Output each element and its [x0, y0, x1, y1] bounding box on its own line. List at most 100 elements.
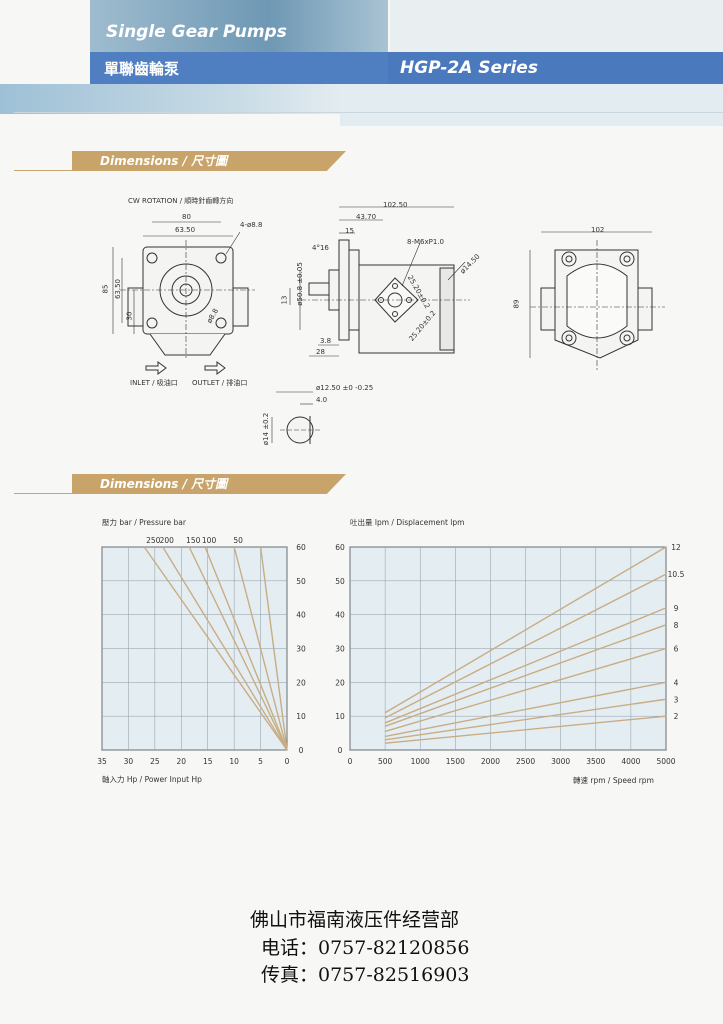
- chart1-top-tick: 200: [160, 536, 175, 545]
- chart2-x-tick: 3500: [586, 757, 605, 766]
- header-banner-image: [90, 0, 388, 52]
- rear-view: [529, 231, 665, 370]
- chart2-series-line: [384, 546, 667, 714]
- chart1-xlabel: 軸入力 Hp / Power Input Hp: [102, 775, 202, 784]
- chart2-series-label: 6: [674, 645, 679, 654]
- dim-holes: 4-ø8.8: [240, 221, 263, 229]
- dim-28: 28: [316, 348, 325, 356]
- chart2-x-tick: 2000: [481, 757, 500, 766]
- chart2-series-label: 2: [674, 712, 679, 721]
- chart1-title: 壓力 bar / Pressure bar: [102, 518, 186, 527]
- header-sky-strip: [0, 84, 340, 114]
- header-banner-right: [390, 0, 723, 52]
- section-tag-dimensions-2: Dimensions / 尺寸圖: [72, 474, 346, 494]
- chart2-series-label: 8: [674, 621, 679, 630]
- chart2-series-label: 3: [674, 695, 679, 704]
- chart2-series-line: [384, 647, 667, 733]
- dim-shaft-14: ø14 ±0.2: [262, 412, 271, 446]
- chart2-series-line: [384, 624, 667, 727]
- dim-3-8: 3.8: [320, 337, 332, 345]
- dim-63-50-vertical: 63.50: [114, 278, 123, 300]
- chart2-x-tick: 1000: [411, 757, 430, 766]
- chart1-x-tick: 5: [258, 757, 263, 766]
- chart1-y-tick: 60: [296, 543, 306, 552]
- chart2-x-tick: 1500: [446, 757, 465, 766]
- dim-80: 80: [182, 213, 191, 221]
- chart2-x-tick: 2500: [516, 757, 535, 766]
- chart2-title: 吐出量 lpm / Displacement lpm: [350, 518, 465, 527]
- outlet-label: OUTLET / 排油口: [192, 379, 248, 387]
- dim-key: 4°16: [312, 244, 329, 252]
- chart1-top-tick: 50: [233, 536, 243, 545]
- dim-m6: 8-M6xP1.0: [407, 238, 444, 246]
- chart1-x-tick: 15: [203, 757, 213, 766]
- page-title: Single Gear Pumps: [106, 22, 287, 42]
- dim-102: 102: [591, 226, 605, 234]
- inlet-label: INLET / 吸油口: [130, 379, 178, 387]
- chart2-series-line: [385, 715, 667, 744]
- chart2-y-tick: 10: [335, 712, 345, 721]
- chart1-series-line: [143, 546, 288, 751]
- chart1-y-tick: 10: [296, 712, 306, 721]
- chart2-series-label: 12: [671, 543, 681, 552]
- dim-15: 15: [345, 227, 354, 235]
- dim-89: 89: [512, 299, 521, 309]
- chart2-xlabel: 轉速 rpm / Speed rpm: [573, 776, 654, 785]
- chart1-series-line: [204, 546, 288, 751]
- chart1-x-tick: 30: [124, 757, 134, 766]
- page-title-cn: 單聯齒輪泵: [104, 60, 180, 78]
- dim-13: 13: [280, 295, 289, 305]
- dim-4-0: 4.0: [316, 396, 328, 404]
- chart2-y-tick: 0: [338, 746, 343, 755]
- dim-85: 85: [101, 284, 110, 294]
- chart2-series-label: 9: [674, 604, 679, 613]
- chart1-series-line: [233, 546, 288, 751]
- chart1-y-tick: 20: [296, 678, 306, 687]
- header-divider: [14, 112, 723, 113]
- chart2-x-tick: 3000: [551, 757, 570, 766]
- chart1-series-line: [188, 546, 288, 751]
- chart2-y-tick: 40: [335, 611, 345, 620]
- chart2-y-tick: 20: [335, 678, 345, 687]
- chart2-x-tick: 0: [348, 757, 353, 766]
- chart2-y-tick: 30: [335, 645, 345, 654]
- chart2-x-tick: 500: [378, 757, 393, 766]
- chart2-series-line: [385, 698, 667, 741]
- footer-fax: 传真：0757-82516903: [261, 964, 470, 986]
- chart2-y-tick: 60: [335, 543, 345, 552]
- chart1-x-tick: 35: [97, 757, 107, 766]
- chart2-series-line: [384, 573, 667, 719]
- front-view: [112, 221, 255, 375]
- dim-43-70: 43.70: [356, 213, 377, 221]
- chart1-y-tick: 50: [296, 577, 306, 586]
- section-tag-underline: [14, 170, 314, 171]
- dim-key-width: ø12.50 ±0 -0.25: [316, 384, 374, 392]
- chart1-top-tick: 150: [186, 536, 201, 545]
- chart2-y-tick: 50: [335, 577, 345, 586]
- shaft-detail: [271, 391, 320, 444]
- technical-drawing: [112, 206, 665, 444]
- rotation-label: CW ROTATION / 順時針齒轉方向: [128, 197, 234, 205]
- chart2-series-label: 10.5: [668, 570, 685, 579]
- dim-30: 30: [125, 311, 134, 321]
- chart2-series-label: 4: [674, 678, 679, 687]
- section-tag-dimensions: Dimensions / 尺寸圖: [72, 151, 346, 171]
- chart1-top-tick: 100: [202, 536, 217, 545]
- chart1-y-tick: 40: [296, 611, 306, 620]
- dim-63-50: 63.50: [175, 226, 196, 234]
- chart1-x-tick: 0: [285, 757, 290, 766]
- header-series-band: [388, 52, 723, 84]
- section-tag-underline-2: [14, 493, 314, 494]
- dim-102-50: 102.50: [383, 201, 408, 209]
- dim-pilot: ø50.8 ±0.05: [295, 262, 304, 306]
- chart1-series-line: [162, 546, 288, 751]
- footer-phone: 电话：0757-82120856: [261, 937, 470, 959]
- chart1-x-tick: 25: [150, 757, 160, 766]
- chart1-x-tick: 10: [229, 757, 239, 766]
- chart2-x-tick: 4000: [621, 757, 640, 766]
- side-view: [289, 206, 470, 357]
- chart1-x-tick: 20: [177, 757, 187, 766]
- chart1-y-tick: 0: [299, 746, 304, 755]
